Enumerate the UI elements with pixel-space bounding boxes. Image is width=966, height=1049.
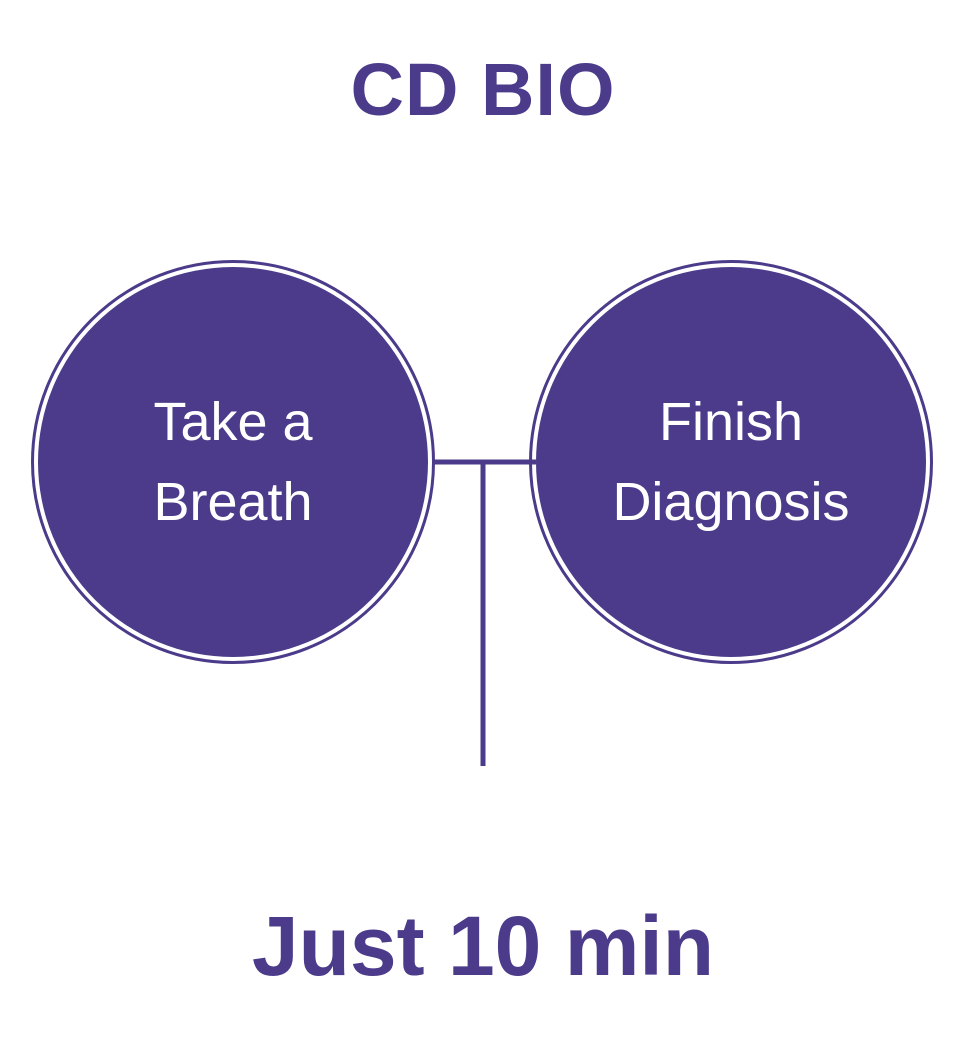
step-2-label-line-1: Finish [658,392,804,452]
step-1-label-line-1: Take a [153,392,313,452]
step-1-circle [38,267,428,657]
step-1-label: Take a Breath [38,267,428,657]
duration-label: Just 10 min [251,899,715,993]
step-1-label-line-2: Breath [153,472,313,532]
step-2-circle [536,267,926,657]
step-2-label: Finish Diagnosis [536,267,926,657]
step-2-label-line-2: Diagnosis [612,472,850,532]
brand-title: CD BIO [350,48,616,131]
